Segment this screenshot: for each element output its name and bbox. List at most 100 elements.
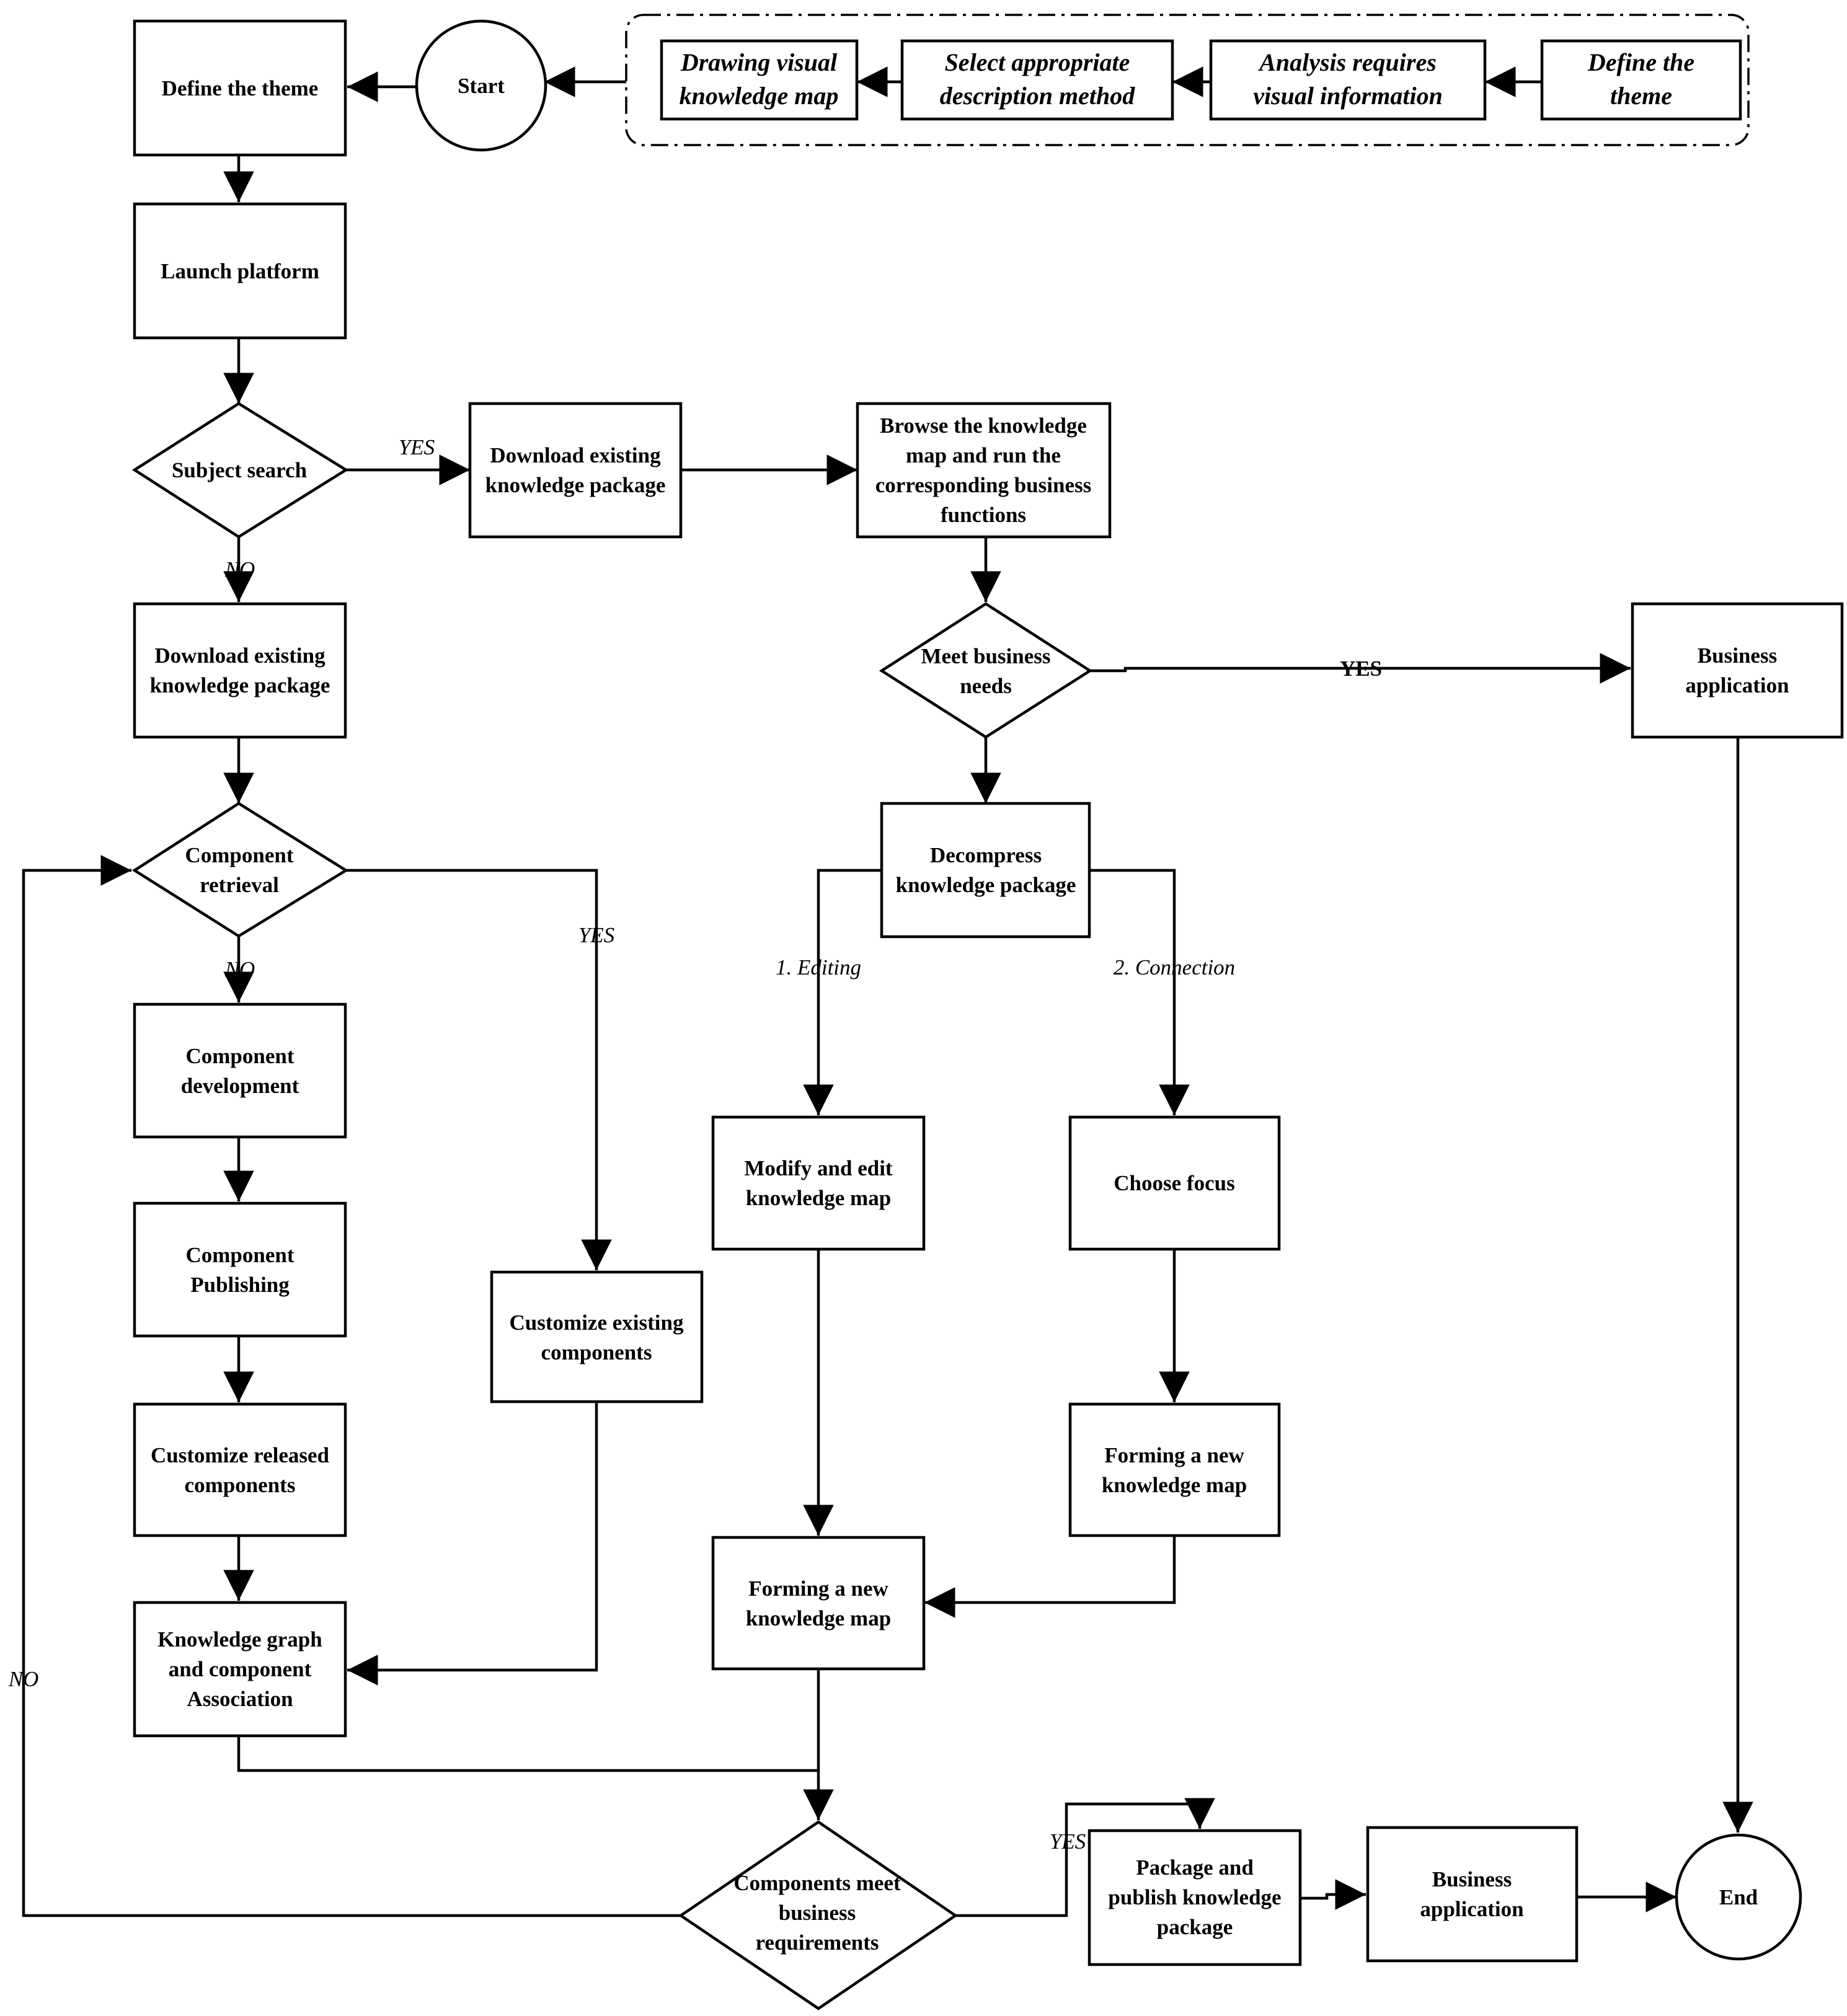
label-subject-search-no: NO (224, 557, 255, 581)
node-text-line: visual information (1253, 82, 1443, 110)
node-text-line: Business (1698, 643, 1777, 668)
forming-new-map-right-box (1068, 1402, 1281, 1537)
node-text-line: Download existing (490, 443, 661, 467)
forming-new-map-left-box (711, 1536, 926, 1671)
label-retrieval-no: NO (224, 957, 255, 981)
node-text-line: Launch platform (161, 259, 319, 283)
node-text-line: Component (185, 843, 293, 867)
select-description-text: Select appropriate description method (940, 48, 1135, 110)
node-text-line: Component (185, 1044, 294, 1068)
subject-search-text: Subject search (172, 458, 307, 482)
choose-focus-box (1068, 1115, 1281, 1251)
start-text: Start (458, 74, 505, 98)
edge-customize-existing-to-association (347, 1402, 598, 1686)
edge-labels: YES NO YES YES NO 1. Editing 2. Connecti… (8, 435, 1382, 1854)
node-text-line: functions (941, 503, 1026, 527)
node-text-line: knowledge package (896, 873, 1076, 897)
meet-business-needs-diamond (879, 602, 1093, 739)
analysis-visual-info-box (1209, 39, 1487, 121)
knowledge-graph-association-box (133, 1601, 347, 1738)
node-text-line: needs (960, 674, 1012, 698)
edges (22, 66, 1753, 1917)
node-text-line: publish knowledge (1108, 1885, 1281, 1909)
component-development-text: Component development (181, 1044, 299, 1098)
business-application-1-box (1631, 602, 1844, 739)
component-development-box (133, 1002, 347, 1139)
node-text-line: description method (940, 82, 1135, 110)
node-text-line: Forming a new (1104, 1443, 1244, 1467)
decompress-package-box (880, 802, 1091, 939)
edge-meet-yes (1090, 653, 1631, 684)
label-subject-search-yes: YES (399, 435, 435, 459)
node-text-line: Forming a new (748, 1576, 888, 1601)
launch-platform-text: Launch platform (161, 259, 319, 283)
browse-map-box (856, 402, 1112, 539)
label-requirements-no: NO (8, 1667, 39, 1691)
label-editing: 1. Editing (776, 955, 861, 979)
node-text-line: Publishing (190, 1273, 290, 1297)
nodes: Drawing visual knowledge map Select appro… (131, 19, 1844, 2010)
node-text-line: Download existing (154, 643, 326, 668)
customize-existing-box (490, 1270, 704, 1404)
node-text-line: and component (169, 1657, 312, 1681)
edge-requirements-no (22, 855, 681, 1917)
node-text-line: business (779, 1901, 856, 1925)
theme-process-group-frame (625, 14, 1750, 146)
choose-focus-text: Choose focus (1114, 1171, 1234, 1195)
node-text-line: Choose focus (1114, 1171, 1234, 1195)
node-text-line: theme (1610, 82, 1672, 110)
node-text-line: Start (458, 74, 505, 98)
node-text-line: Drawing visual (680, 48, 838, 76)
node-text-line: Select appropriate (945, 48, 1130, 76)
node-text-line: components (541, 1340, 652, 1364)
edge-retrieval-yes (346, 869, 612, 1270)
subject-search-diamond (131, 402, 349, 539)
node-text-line: Subject search (172, 458, 307, 482)
component-retrieval-diamond (131, 802, 349, 938)
customize-existing-text: Customize existing components (510, 1311, 684, 1364)
edge-association-to-merge (237, 1736, 818, 1772)
download-existing-2-box (133, 602, 347, 739)
node-text-line: Define the theme (162, 76, 319, 100)
node-text-line: Association (187, 1687, 293, 1711)
define-theme-top-box (1540, 39, 1742, 121)
node-text-line: End (1719, 1885, 1758, 1909)
node-text-line: Customize existing (510, 1311, 684, 1335)
start-circle (415, 19, 547, 152)
components-meet-requirements-diamond (678, 1820, 958, 2010)
edge-package-to-business (1300, 1879, 1366, 1910)
node-text-line: retrieval (200, 873, 279, 897)
edge-decompress-connection (1089, 869, 1190, 1115)
download-existing-1-box (468, 402, 683, 539)
node-text-line: application (1420, 1897, 1523, 1921)
node-text-line: Define the (1587, 48, 1694, 76)
decompress-package-text: Decompress knowledge package (896, 843, 1076, 897)
node-text-line: components (185, 1473, 296, 1497)
define-theme-top-text: Define the theme (1587, 48, 1694, 110)
node-text-line: development (181, 1074, 299, 1098)
node-text-line: Business (1432, 1867, 1512, 1891)
label-connection: 2. Connection (1114, 955, 1235, 979)
end-circle (1675, 1833, 1802, 1961)
package-publish-box (1087, 1829, 1302, 1966)
node-text-line: Browse the knowledge (880, 413, 1087, 438)
node-text-line: knowledge map (680, 82, 839, 110)
drawing-visual-map-box (660, 39, 859, 121)
modify-edit-map-box (711, 1115, 926, 1251)
node-text-line: Decompress (930, 843, 1042, 867)
node-text-line: Component (185, 1243, 294, 1267)
